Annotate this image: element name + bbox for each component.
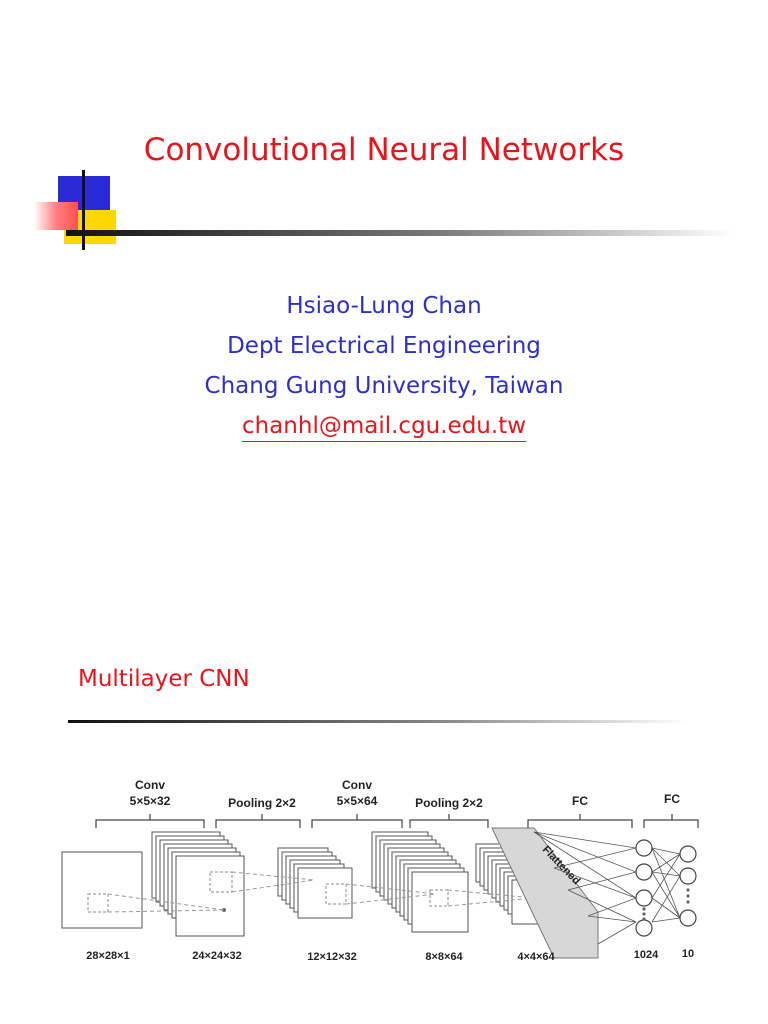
dim-label-conv1: 24×24×32 (192, 950, 242, 962)
deco-vertical-line (82, 170, 85, 250)
conv2-stack (371, 831, 469, 933)
brace-pool2 (409, 814, 489, 828)
input-map (61, 851, 143, 929)
fc1-neurons (635, 839, 653, 937)
email-link[interactable]: chanhl@mail.cgu.edu.tw (241, 411, 527, 442)
slide2-title: Multilayer CNN (78, 666, 250, 692)
pool1-stack (277, 847, 353, 919)
flattened-band (491, 827, 599, 959)
slide-title: Convolutional Neural Networks (143, 132, 625, 168)
conv2-label: Conv (342, 778, 372, 792)
fc2-label: FC (664, 792, 680, 806)
brace-fc1 (527, 814, 633, 828)
dim-label-fc1: 1024 (634, 949, 659, 961)
dim-label-fc2: 10 (682, 948, 694, 960)
cnn-architecture-figure: Conv 5×5×32 Pooling 2×2 Conv 5×5×64 Pool… (58, 772, 710, 968)
pool2-label: Pooling 2×2 (415, 796, 483, 810)
conv1-stack (151, 831, 245, 937)
title-decoration (34, 170, 734, 250)
email-line: chanhl@mail.cgu.edu.tw (0, 406, 768, 446)
dim-label-pool1: 12×12×32 (307, 951, 357, 963)
dim-label-conv2: 8×8×64 (425, 951, 463, 963)
brace-pool1 (215, 814, 301, 828)
dim-label-pool2: 4×4×64 (517, 951, 555, 963)
dim-label-input: 28×28×1 (86, 950, 129, 962)
conv1-label: Conv (135, 778, 165, 792)
author-block: Hsiao-Lung Chan Dept Electrical Engineer… (0, 286, 768, 446)
conv1-size-label: 5×5×32 (130, 794, 171, 808)
pool1-label: Pooling 2×2 (228, 796, 296, 810)
university: Chang Gung University, Taiwan (204, 373, 564, 399)
conv2-size-label: 5×5×64 (337, 794, 378, 808)
fc1-label: FC (572, 794, 588, 808)
brace-conv2 (311, 814, 403, 828)
fc2-neurons (679, 845, 697, 927)
department: Dept Electrical Engineering (227, 333, 541, 359)
title-underline (68, 720, 688, 723)
brace-conv1 (95, 814, 205, 828)
author-name: Hsiao-Lung Chan (286, 293, 482, 319)
deco-gradient-rule (66, 230, 734, 236)
deco-pink-bar (34, 202, 78, 230)
brace-fc2 (643, 814, 699, 828)
